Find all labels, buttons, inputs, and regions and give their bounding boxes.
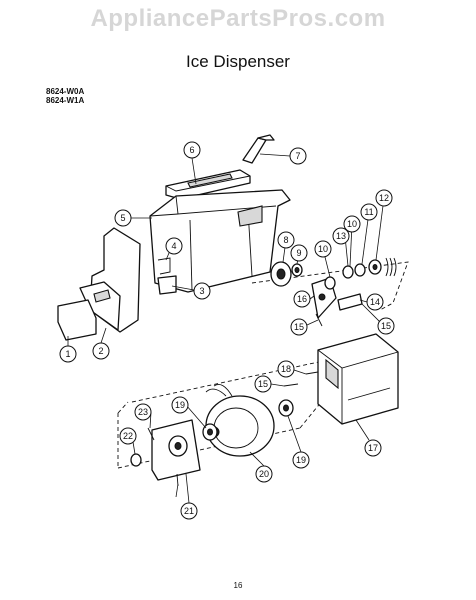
part-18-clip	[305, 371, 319, 375]
svg-text:13: 13	[336, 231, 346, 241]
part-3-stop	[157, 275, 177, 295]
svg-text:5: 5	[120, 213, 125, 223]
callout-18: 18	[277, 360, 295, 378]
svg-text:15: 15	[381, 321, 391, 331]
callout-11: 11	[360, 203, 378, 221]
part-19-gear-left	[202, 423, 218, 441]
watermark: AppliancePartsPros.com	[90, 5, 386, 32]
callout-4: 4	[165, 237, 183, 255]
svg-text:9: 9	[296, 248, 301, 258]
svg-text:3: 3	[199, 286, 204, 296]
part-15-screw-middle	[283, 383, 299, 387]
part-10b-spacer	[354, 263, 366, 277]
callout-5: 5	[114, 209, 132, 227]
part-14-shaft	[337, 293, 363, 311]
svg-text:19: 19	[296, 455, 306, 465]
part-15-screw-upper	[315, 313, 323, 327]
part-20-motor	[205, 384, 275, 457]
callout-8: 8	[277, 231, 295, 249]
callout-10b: 10	[343, 215, 361, 233]
svg-text:12: 12	[379, 193, 389, 203]
svg-text:22: 22	[123, 431, 133, 441]
model-number-1: 8624-W0A	[46, 87, 85, 96]
svg-text:17: 17	[368, 443, 378, 453]
part-9-washer	[291, 263, 303, 277]
svg-text:20: 20	[259, 469, 269, 479]
part-1-label-plate	[57, 299, 97, 341]
svg-text:23: 23	[138, 407, 148, 417]
part-22-bushing	[130, 453, 142, 467]
part-11-nut	[368, 259, 382, 275]
svg-text:1: 1	[65, 349, 70, 359]
part-13-washer	[342, 265, 354, 279]
svg-text:14: 14	[370, 297, 380, 307]
part-7-pin	[242, 134, 275, 164]
page-title: Ice Dispenser	[186, 52, 290, 71]
callout-23: 23	[134, 403, 152, 421]
callout-15a: 15	[290, 318, 308, 336]
callout-14: 14	[366, 293, 384, 311]
svg-text:6: 6	[189, 145, 194, 155]
part-8-auger-drive	[270, 261, 292, 287]
part-23-screw	[147, 427, 155, 441]
svg-text:15: 15	[258, 379, 268, 389]
callout-1: 1	[59, 345, 77, 363]
callout-15c: 15	[254, 375, 272, 393]
svg-text:7: 7	[295, 151, 300, 161]
part-12-spring	[385, 257, 397, 277]
callout-20: 20	[255, 465, 273, 483]
callout-3: 3	[193, 282, 211, 300]
callout-21: 21	[180, 502, 198, 520]
svg-text:2: 2	[98, 346, 103, 356]
part-19-gear-right	[278, 399, 294, 417]
svg-text:4: 4	[171, 241, 176, 251]
svg-text:18: 18	[281, 364, 291, 374]
svg-text:10: 10	[318, 244, 328, 254]
svg-text:8: 8	[283, 235, 288, 245]
callout-2: 2	[92, 342, 110, 360]
svg-text:16: 16	[297, 294, 307, 304]
svg-text:19: 19	[175, 400, 185, 410]
callout-12: 12	[375, 189, 393, 207]
callout-10: 10	[314, 240, 332, 258]
callout-22: 22	[119, 427, 137, 445]
callout-19a: 19	[171, 396, 189, 414]
part-10-spacer	[324, 276, 336, 290]
callout-16: 16	[293, 290, 311, 308]
part-4-clip	[157, 257, 171, 275]
callout-6: 6	[183, 141, 201, 159]
callout-7: 7	[289, 147, 307, 165]
callout-17: 17	[364, 439, 382, 457]
callout-13: 13	[332, 227, 350, 245]
part-6-cover	[165, 169, 251, 200]
svg-text:21: 21	[184, 506, 194, 516]
model-number-2: 8624-W1A	[46, 96, 85, 105]
svg-text:15: 15	[294, 322, 304, 332]
callout-19b: 19	[292, 451, 310, 469]
callout-15b: 15	[377, 317, 395, 335]
svg-text:11: 11	[364, 207, 373, 217]
part-17-motor-housing	[317, 333, 399, 425]
page-number: 16	[233, 581, 243, 590]
callout-9: 9	[290, 244, 308, 262]
svg-text:10: 10	[347, 219, 357, 229]
part-21-mounting-plate	[151, 419, 201, 481]
